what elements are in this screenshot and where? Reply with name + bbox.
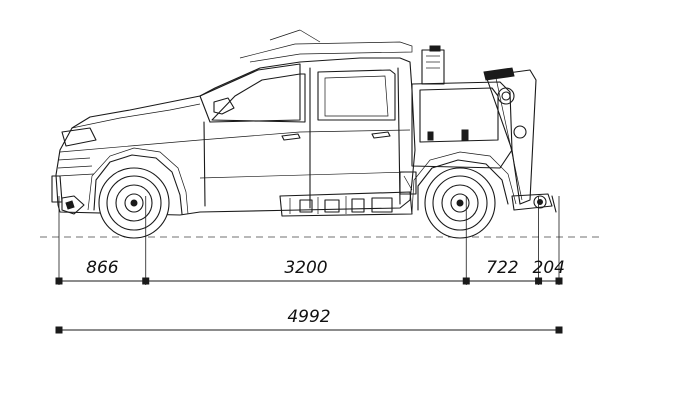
dimension-label-2: 722 [486,258,518,278]
dimension-label-3: 204 [533,258,565,278]
dimension-marker-2 [462,277,470,285]
dimension-ticks [58,196,560,285]
dimension-chain: 866 3200 722 204 [55,258,565,285]
front-wheel [98,167,170,239]
overall-dimension-label: 4992 [287,307,330,327]
dimension-marker-4 [555,277,563,285]
dimension-label-1: 3200 [284,258,327,278]
wrecker-unit [399,45,557,213]
overall-dimension: 4992 [55,307,563,334]
chassis [279,191,413,217]
dimension-marker-1 [142,277,150,285]
vehicle-body [51,29,416,216]
dimension-marker-0 [55,277,63,285]
dimension-label-0: 866 [86,258,119,278]
overall-marker-0 [55,326,63,334]
dimension-marker-3 [535,277,543,285]
overall-marker-1 [555,326,563,334]
rear-wheel [424,167,496,239]
